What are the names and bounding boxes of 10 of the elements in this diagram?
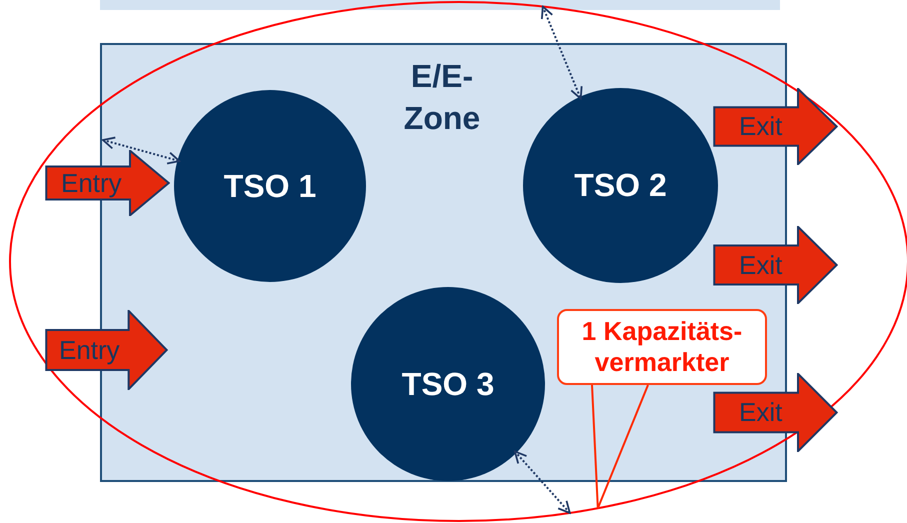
callout-box: 1 Kapazitäts- vermarkter	[557, 309, 767, 385]
tso-circle: TSO 3	[351, 287, 545, 481]
tso-circle: TSO 1	[174, 90, 366, 282]
leader-line	[596, 384, 649, 509]
dotted-double-arrow	[102, 136, 180, 164]
dotted-double-arrow	[540, 6, 583, 100]
leader-line	[591, 384, 599, 508]
zone-title: E/E- Zone	[402, 57, 482, 138]
tso-circle: TSO 2	[523, 88, 718, 283]
dotted-double-arrow	[514, 450, 571, 514]
